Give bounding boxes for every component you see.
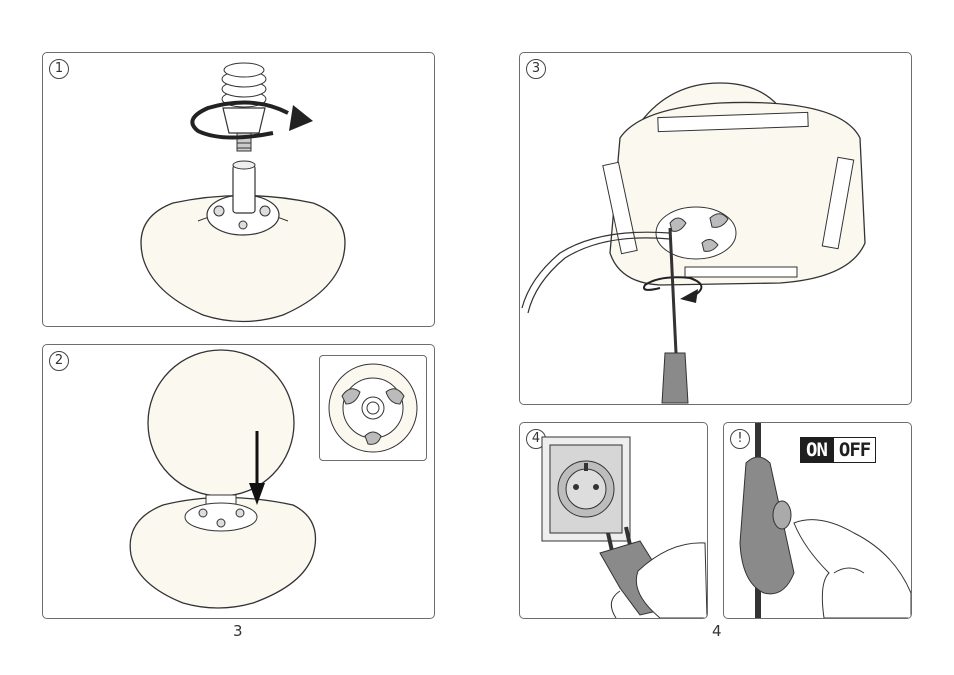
panel-step-2: 2 [42,344,435,619]
plug-socket-icon [520,423,707,618]
panel-step-3: 3 [519,52,912,405]
panel-step-1: 1 [42,52,435,327]
screwdriver-fix-icon [520,53,911,404]
socket-detail-icon [320,356,426,460]
panel-step-switch: ! ON OFF [723,422,912,619]
switch-press-icon [724,423,911,618]
page-number-left: 3 [233,622,243,640]
panel-step-4: 4 [519,422,708,619]
bulb-screw-icon [43,53,434,326]
page-number-right: 4 [712,622,722,640]
socket-detail-inset [319,355,427,461]
